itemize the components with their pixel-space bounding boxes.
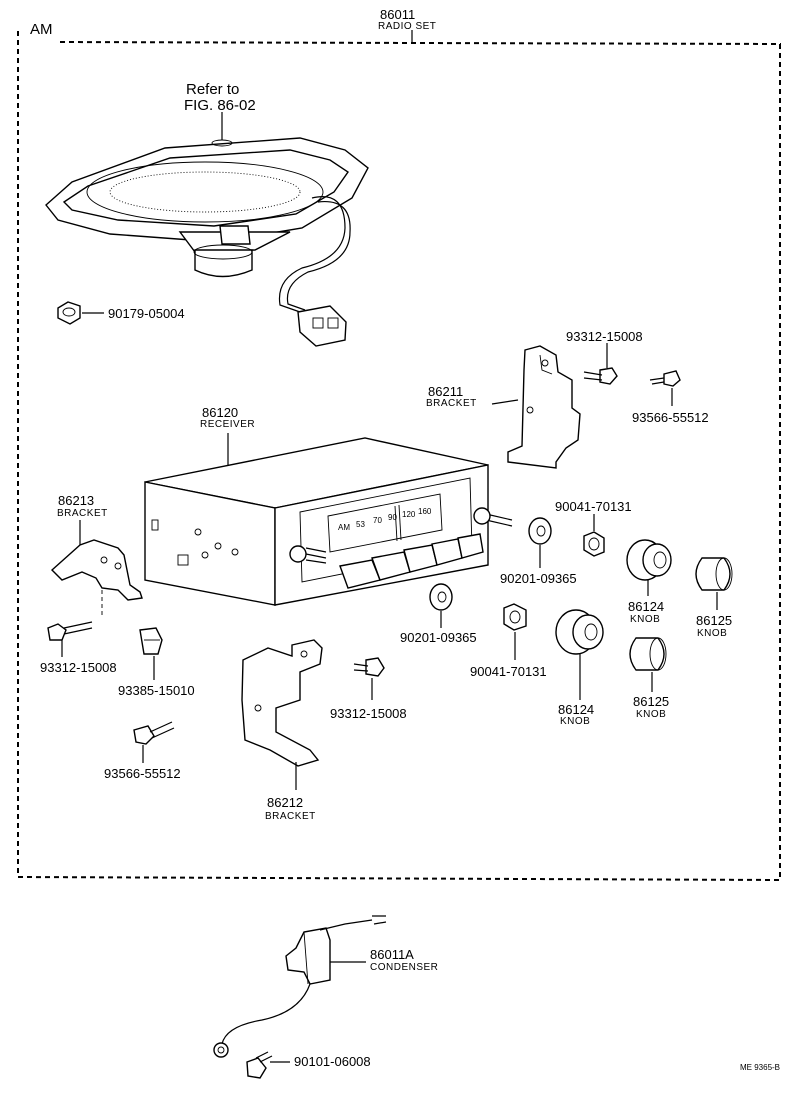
radio-set-number: 86011 xyxy=(380,7,416,22)
bracket-86211 xyxy=(491,345,581,469)
knob-86124-top xyxy=(626,539,672,596)
label-90101: 90101-06008 xyxy=(294,1054,371,1069)
knob-86124-bottom xyxy=(555,609,604,700)
label-86120: 86120 xyxy=(202,405,239,420)
speaker-ref-line1: Refer to xyxy=(186,81,240,98)
label-86125-top-name: KNOB xyxy=(697,628,728,639)
label-86212: 86212 xyxy=(267,795,304,810)
dial-mark-4: 120 xyxy=(402,510,416,519)
dial-band: AM xyxy=(338,523,350,532)
label-86124-bottom-name: KNOB xyxy=(560,716,591,727)
label-86011A-name: CONDENSER xyxy=(370,962,439,973)
label-86213: 86213 xyxy=(58,493,95,508)
label-86120-name: RECEIVER xyxy=(200,419,256,430)
footer-code: ME 9365-B xyxy=(740,1063,781,1072)
nut-90041-top xyxy=(583,514,605,557)
screw-93566-top xyxy=(649,370,681,406)
label-86212-name: BRACKET xyxy=(265,811,316,822)
label-93312-mid: 93312-15008 xyxy=(330,706,407,721)
section-border xyxy=(17,30,781,882)
label-90201-bottom: 90201-09365 xyxy=(400,630,477,645)
screw-93312-left xyxy=(47,621,93,657)
label-86211-name: BRACKET xyxy=(426,398,477,409)
screw-90101 xyxy=(246,1051,290,1079)
label-86124-top-name: KNOB xyxy=(630,614,661,625)
label-93566-left: 93566-55512 xyxy=(104,766,181,781)
label-90201-top: 90201-09365 xyxy=(500,571,577,586)
dial-mark-3: 90 xyxy=(388,513,397,522)
label-86124-top: 86124 xyxy=(628,599,665,614)
screw-93566-left xyxy=(133,721,175,763)
dial-mark-1: 53 xyxy=(356,520,365,529)
screw-93385 xyxy=(139,627,163,680)
label-86211: 86211 xyxy=(428,384,464,399)
screw-93312-mid xyxy=(353,657,385,700)
label-86125-bottom-name: KNOB xyxy=(636,709,667,720)
speaker-illustration xyxy=(45,112,369,347)
knob-86125-bottom xyxy=(629,637,667,692)
nut-90041-bottom xyxy=(503,603,527,660)
receiver-86120 xyxy=(144,433,513,606)
section-label: AM xyxy=(30,21,53,38)
washer-90201-top xyxy=(528,517,552,568)
clip-nut-90179 xyxy=(57,301,104,325)
speaker-ref-line2: FIG. 86-02 xyxy=(184,97,256,114)
label-90041-bottom: 90041-70131 xyxy=(470,664,547,679)
label-86213-name: BRACKET xyxy=(57,508,108,519)
label-93566-top: 93566-55512 xyxy=(632,410,709,425)
label-86124-bottom: 86124 xyxy=(558,702,595,717)
label-86011A: 86011A xyxy=(370,947,414,962)
bracket-86213 xyxy=(50,520,143,618)
label-93312-left: 93312-15008 xyxy=(40,660,117,675)
label-90179: 90179-05004 xyxy=(108,306,185,321)
label-93312-top: 93312-15008 xyxy=(566,329,643,344)
label-93385: 93385-15010 xyxy=(118,683,195,698)
washer-90201-bottom xyxy=(429,583,453,628)
radio-set-name: RADIO SET xyxy=(378,21,437,32)
knob-86125-top xyxy=(695,557,733,610)
condenser-86011A xyxy=(213,915,387,1058)
label-86125-bottom: 86125 xyxy=(633,694,670,709)
bracket-86212 xyxy=(241,639,323,790)
label-86125-top: 86125 xyxy=(696,613,733,628)
dial-mark-5: 160 xyxy=(418,507,432,516)
label-90041-top: 90041-70131 xyxy=(555,499,632,514)
screw-93312-top xyxy=(583,343,618,385)
dial-mark-2: 70 xyxy=(373,516,382,525)
